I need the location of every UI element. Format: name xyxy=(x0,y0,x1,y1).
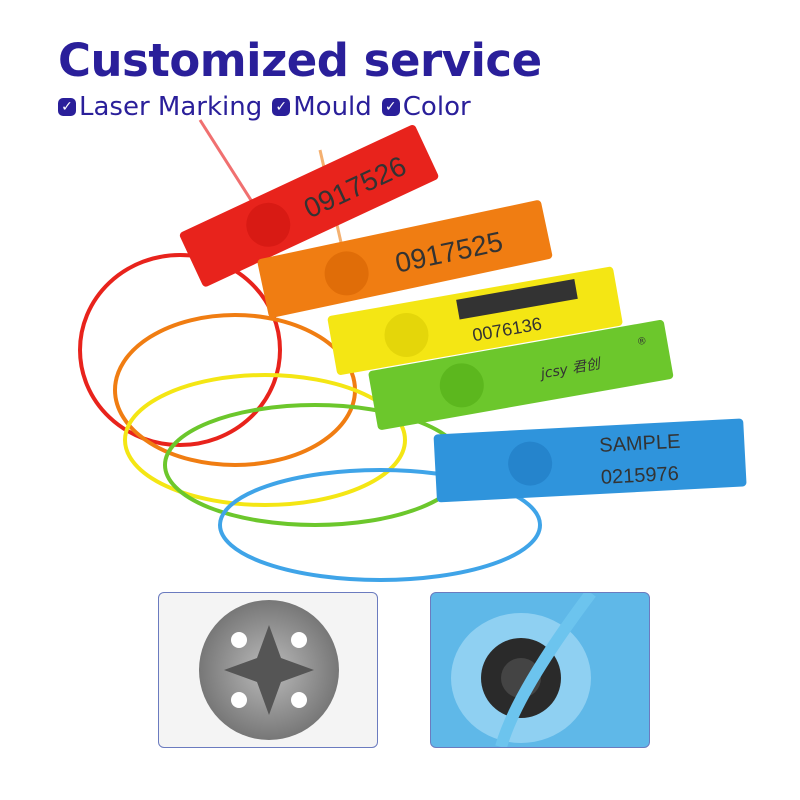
blue-tag-number: 0215976 xyxy=(600,463,679,489)
orange-tag: 0917525 xyxy=(257,200,553,318)
blue-loop xyxy=(218,468,542,582)
red-tag: 0917526 xyxy=(179,124,439,287)
page-title: Customized service xyxy=(58,34,542,87)
green-tag: jcsy 君创 ® xyxy=(368,319,674,430)
yellow-tag: 0076136 xyxy=(327,266,623,375)
check-icon: ✓ xyxy=(58,98,76,116)
feature-mould: ✓Mould xyxy=(272,92,372,122)
red-loop xyxy=(78,253,282,447)
check-icon: ✓ xyxy=(381,98,400,116)
lock-mechanism-closeup xyxy=(430,592,650,748)
feature-list: ✓Laser Marking ✓Mould ✓Color xyxy=(58,92,471,122)
blue-tag: SAMPLE 0215976 xyxy=(433,418,747,503)
sample-label: SAMPLE xyxy=(599,431,681,457)
check-icon: ✓ xyxy=(272,98,291,116)
feature-color: ✓Color xyxy=(381,92,471,122)
metal-insert-closeup xyxy=(158,592,378,748)
orange-loop xyxy=(113,313,357,467)
yellow-loop xyxy=(123,373,407,507)
feature-laser-marking: ✓Laser Marking xyxy=(58,92,262,122)
barcode xyxy=(456,278,578,320)
registered-mark: ® xyxy=(636,336,648,349)
